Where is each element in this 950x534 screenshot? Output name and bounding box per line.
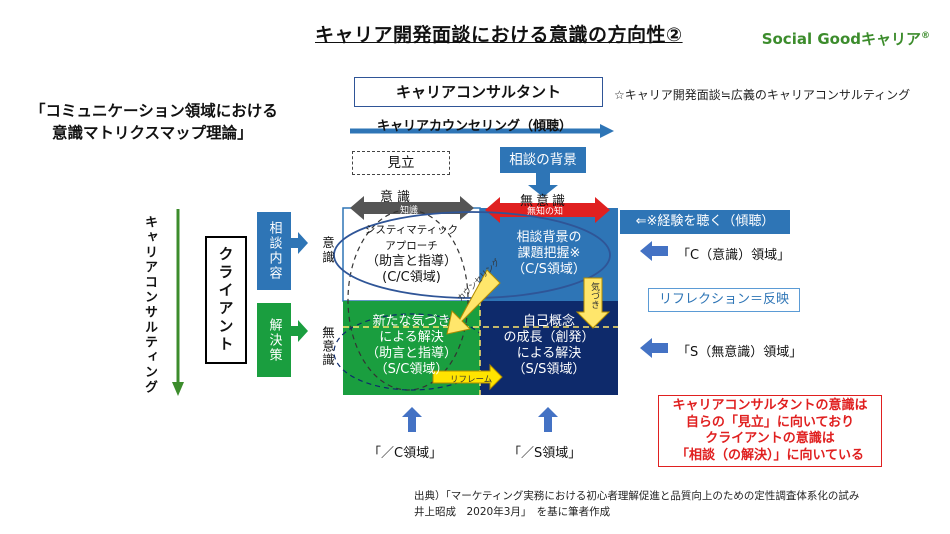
c-bottom-arrow (402, 407, 422, 432)
star-note: ☆キャリア開発面談≒広義のキャリアコンサルティング (614, 88, 911, 102)
c-domain-arrow (640, 241, 668, 261)
sc-line-3: （助言と指導） (365, 346, 457, 361)
client-box: クライアント (205, 236, 247, 364)
counseling-diagonal-arrow (446, 269, 501, 335)
consult-bg-arrow-head (528, 185, 558, 197)
red-note-line-2: 自らの「見立」に向いており (685, 414, 855, 430)
vertical-career-label: キャリアコンサルティング (142, 215, 157, 395)
soudan-naiyou-label: 相談内容 (266, 221, 282, 281)
red-note-line-4: 「相談（の解決）」に向いている (675, 447, 865, 463)
reframe-arrow (432, 363, 503, 391)
vertical-career-arrow-head (172, 382, 184, 396)
kaiketsu-arrow (291, 320, 308, 342)
red-note-line-3: クライアントの意識は (705, 431, 835, 446)
counseling-arrow-head (600, 124, 614, 138)
s-domain-arrow (640, 338, 668, 358)
client-label: クライアント (216, 246, 235, 354)
s-domain-label: 「S（無意識）領域」 (677, 345, 803, 360)
theory-line-2: 意識マトリクスマップ理論」 (52, 124, 253, 142)
muishiki-top-label: 無意識 (520, 194, 569, 209)
c-domain-label: 「C（意識）領域」 (677, 248, 791, 263)
muishiki-dashed-ellipse (333, 313, 491, 391)
muchi-no-chi-arrow (485, 197, 610, 223)
reframe-label: リフレーム (450, 375, 493, 385)
brand-mark: ® (921, 31, 930, 41)
quadrant-cc (342, 207, 481, 302)
consult-background-box: 相談の背景 (500, 147, 586, 173)
source-line-2: 井上昭成 2020年3月」 を基に筆者作成 (414, 506, 611, 518)
ss-line-4: （S/S領域） (512, 362, 586, 377)
s-bottom-arrow (538, 407, 558, 432)
red-note-line-1: キャリアコンサルタントの意識は (672, 398, 868, 413)
kaiketsusaku-box: 解決策 (257, 303, 291, 377)
soudan-naiyou-box: 相談内容 (257, 212, 291, 290)
cs-line-1: 相談背景の (516, 230, 582, 245)
ss-line-3: による解決 (516, 346, 582, 361)
source-note: 出典）「マーケティング実務における初心者理解促進と品質向上のための定性調査体系化… (414, 488, 859, 520)
c-bottom-label: 「／C領域」 (368, 446, 443, 461)
quadrant-ss-text: 自己概念 の成長（創発） による解決 （S/S領域） (486, 314, 612, 378)
cc-line-1: システィマティック (364, 224, 459, 236)
quadrant-cs-text: 相談背景の 課題把握※ （C/S領域） (486, 230, 612, 278)
sc-line-4: （S/C領域） (374, 362, 449, 377)
cc-line-4: (C/C領域) (382, 270, 441, 285)
theory-label: 「コミュニケーション領域における 意識マトリクスマップ理論」 (30, 100, 278, 144)
s-bottom-label: 「／S領域」 (508, 446, 582, 461)
page-title: キャリア開発面談における意識の方向性② (315, 24, 683, 46)
kizuki-label: 気づき (589, 282, 599, 309)
ishiki-top-label: 意識 (380, 190, 415, 205)
sc-line-1: 新たな気づき (372, 314, 451, 329)
chishiki-label: 知識 (400, 206, 419, 216)
reflection-box: リフレクション＝反映 (648, 288, 800, 312)
cs-line-2: 課題把握※ (517, 246, 581, 261)
midashi-box: 見立 (352, 151, 450, 175)
brand-logo: Social Goodキャリア® (762, 28, 930, 49)
quadrant-sc-text: 新たな気づき による解決 （助言と指導） （S/C領域） (343, 314, 480, 378)
cc-line-2: アプローチ (385, 240, 438, 252)
red-note-box: キャリアコンサルタントの意識は 自らの「見立」に向いており クライアントの意識は… (658, 395, 882, 467)
systematic-dashed-ellipse (347, 209, 469, 391)
kizuki-arrow (575, 277, 611, 329)
counseling-label: キャリアカウンセリング（傾聴） (377, 119, 573, 134)
consultant-box: キャリアコンサルタント (354, 77, 603, 107)
side-ishiki-label: 意識 (320, 236, 335, 265)
consult-bg-arrow-shaft (536, 173, 550, 185)
ss-line-2: の成長（創発） (503, 330, 595, 345)
side-muishiki-label: 無意識 (320, 326, 335, 367)
brand-text: Social Goodキャリア (761, 30, 921, 48)
cc-line-3: （助言と指導） (365, 254, 457, 269)
ss-line-1: 自己概念 (522, 314, 575, 329)
soudan-arrow (291, 232, 308, 254)
theory-line-1: 「コミュニケーション領域における (30, 102, 278, 120)
kaiketsusaku-label: 解決策 (266, 317, 282, 363)
sc-line-2: による解決 (379, 330, 444, 345)
listen-box: ⇐※経験を聴く（傾聴） (620, 210, 790, 234)
muchi-no-chi-label: 無知の知 (527, 207, 564, 217)
quadrant-cc-text: システィマティック アプローチ （助言と指導） (C/C領域) (343, 222, 480, 286)
chishiki-arrow (350, 196, 474, 220)
source-line-1: 出典）「マーケティング実務における初心者理解促進と品質向上のための定性調査体系化… (414, 490, 860, 502)
cs-line-3: （C/S領域） (512, 262, 586, 277)
